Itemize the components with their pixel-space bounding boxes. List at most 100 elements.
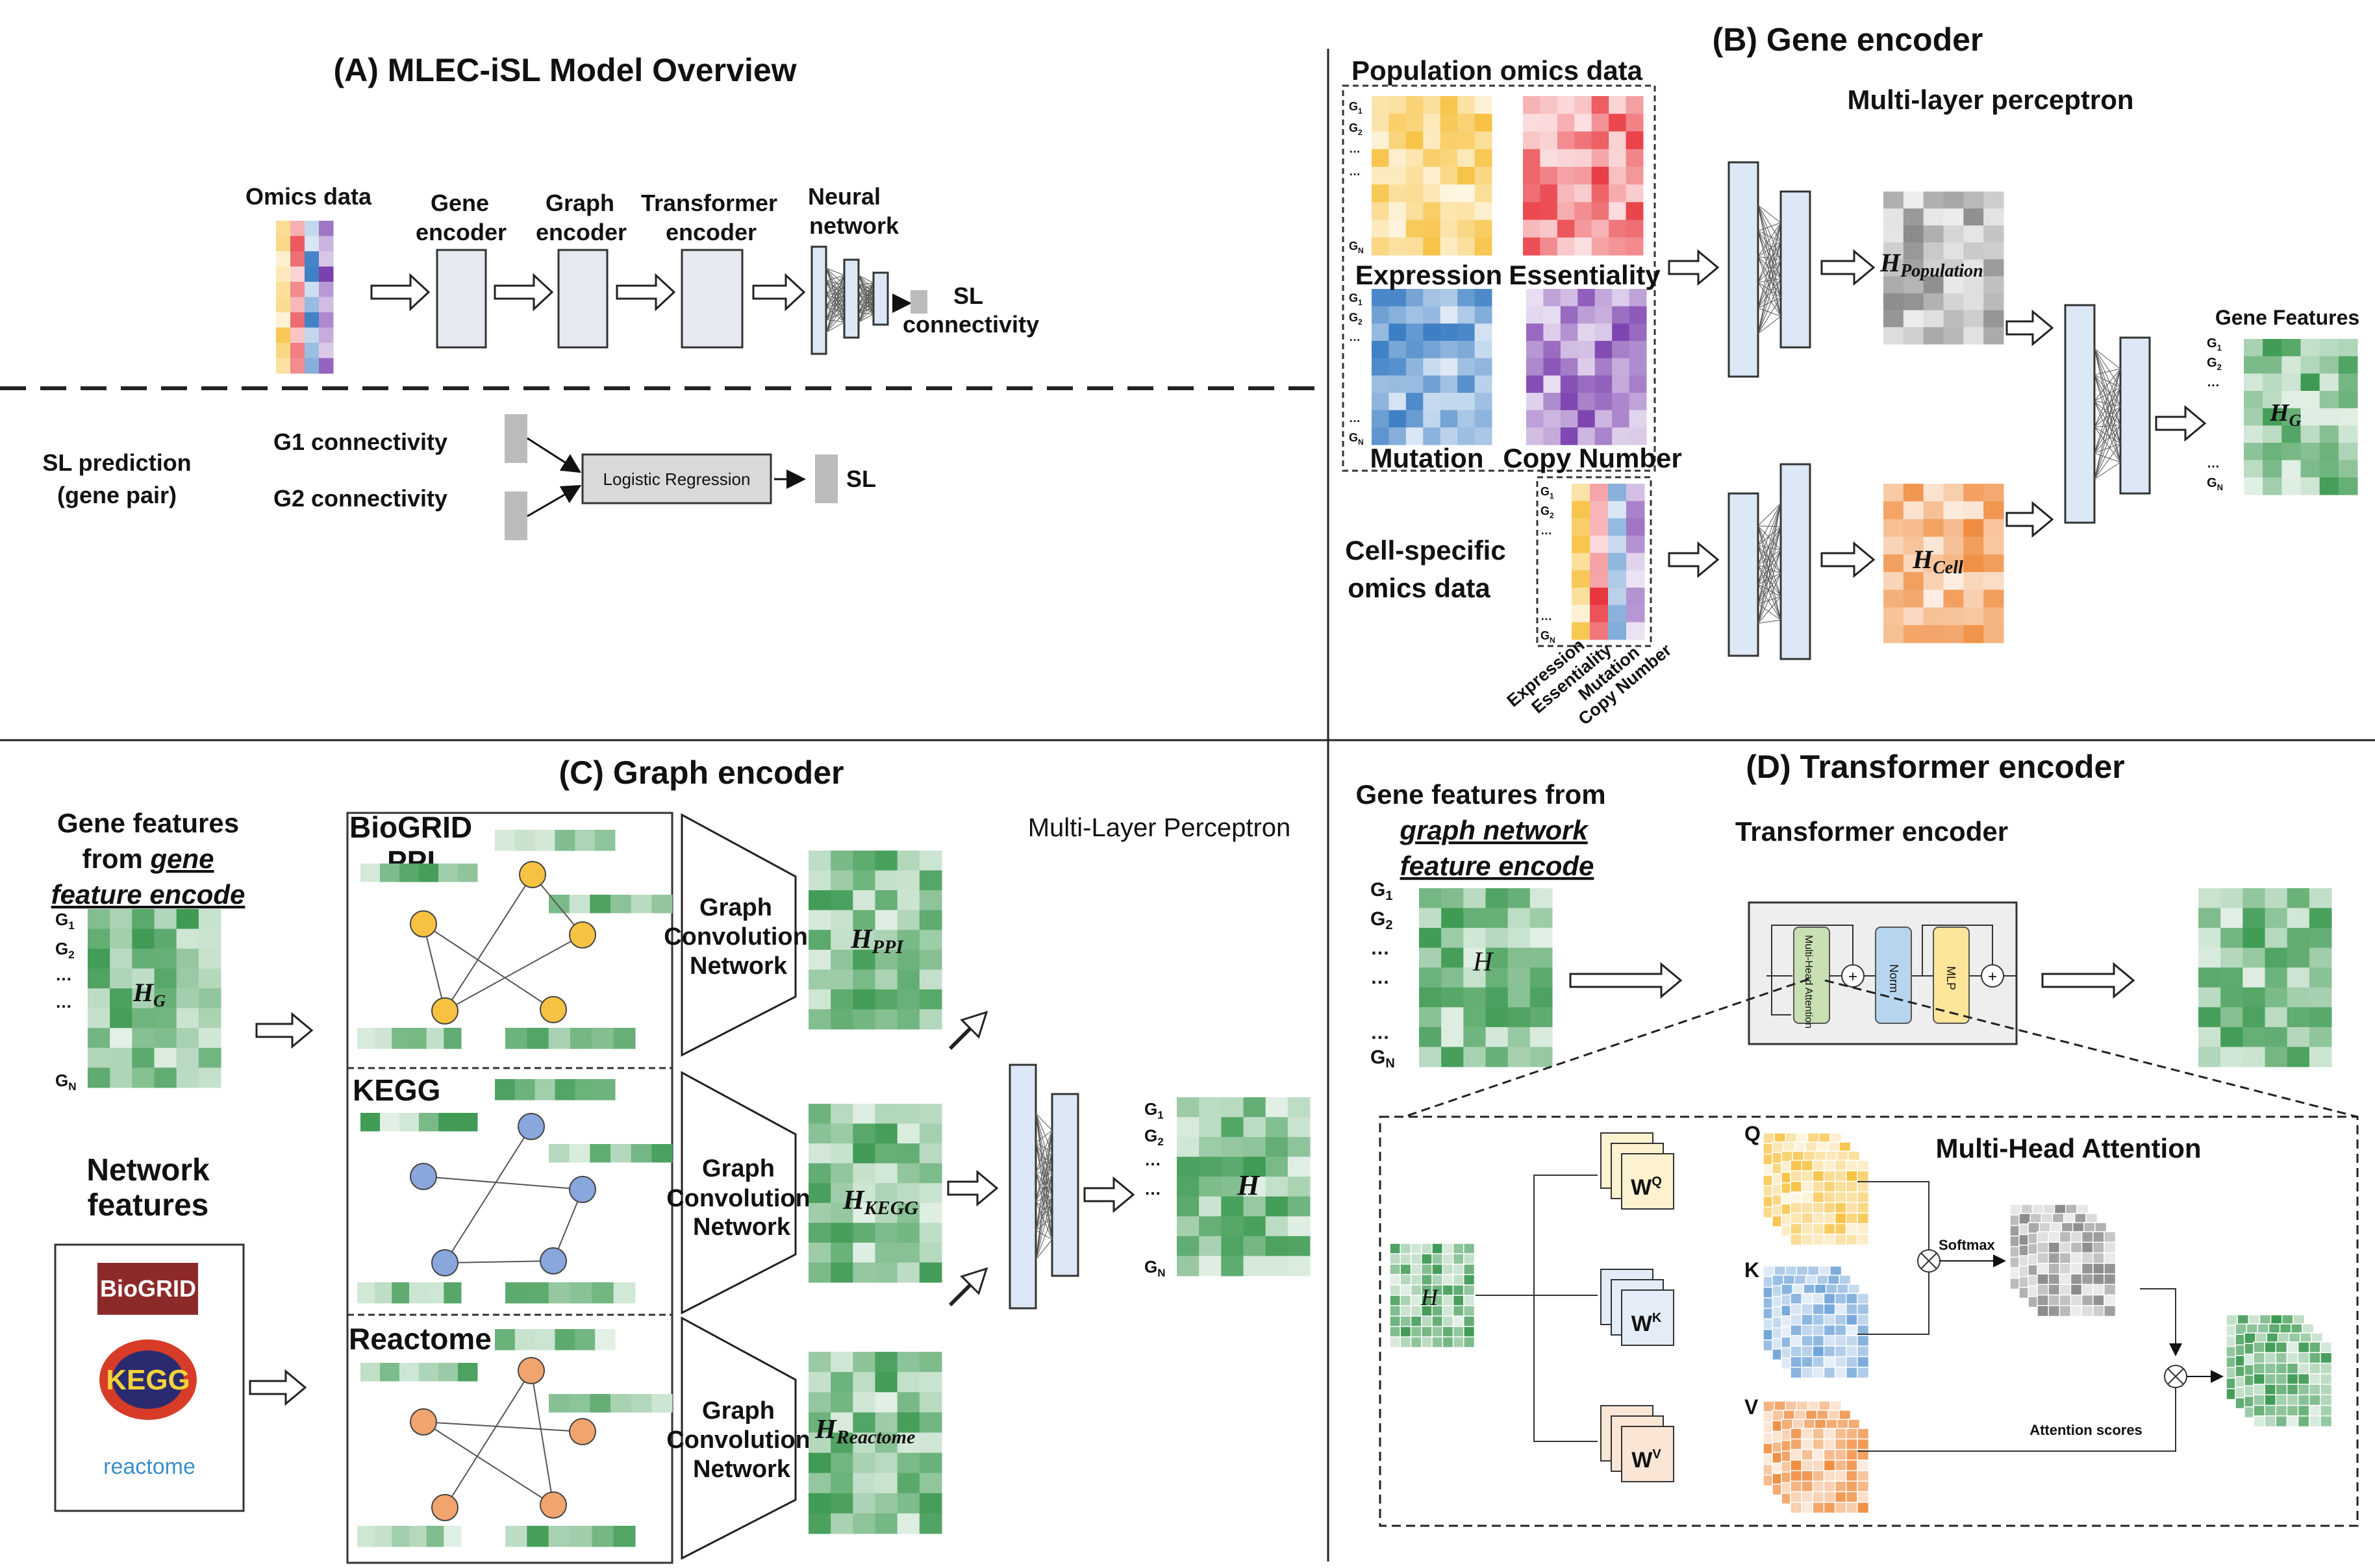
h-population-cell (1903, 242, 1924, 260)
mlp-layer-edge (1757, 241, 1781, 257)
omics-cell (290, 312, 305, 328)
gene-feature-cell (2281, 425, 2301, 443)
gene-feature-cell (2263, 373, 2282, 392)
h-mha-cell (1421, 1336, 1433, 1349)
h-output-cell (2243, 1007, 2265, 1028)
gene-feature-cell (2244, 391, 2263, 409)
gene-row-sub: N (2217, 482, 2223, 492)
gene-feature-cell (2300, 408, 2320, 426)
h-output-cell (2243, 888, 2265, 909)
h-cell-cell (1983, 484, 2004, 502)
h-output-cell (1265, 1137, 1288, 1158)
feature-strip (357, 1282, 375, 1304)
expression-cell (1389, 202, 1407, 221)
essentiality-cell (1609, 237, 1627, 256)
h-output-cell (1243, 1097, 1266, 1118)
essentiality-cell (1609, 219, 1627, 238)
h-kegg-cell (809, 1163, 831, 1184)
h-ppi-cell (831, 1009, 853, 1030)
h-population-cell (1903, 327, 1924, 345)
norm-block-label: Norm (1887, 964, 1900, 993)
essentiality-cell (1540, 114, 1558, 132)
g2-to-lr-arrow (527, 485, 582, 517)
q-cell (1823, 1170, 1836, 1182)
gene-encoder-label: Gene (431, 190, 489, 216)
h-reactome-cell (919, 1372, 942, 1393)
nn-layer-edge (825, 268, 845, 304)
h-output-cell (1177, 1156, 1200, 1177)
feature-strip (392, 1526, 410, 1547)
cell-omics-cell (1590, 588, 1609, 606)
h-population-cell (1943, 225, 1964, 243)
v-cell (1790, 1428, 1803, 1440)
omics-cell (319, 297, 334, 313)
expression-cell (1440, 184, 1458, 203)
h-mha-cell (1410, 1336, 1422, 1349)
gene-feature-cell (132, 949, 155, 969)
gene-feature-cell (198, 909, 221, 930)
feature-strip (592, 1028, 614, 1049)
q-cell (1812, 1234, 1825, 1246)
h-ppi-cell (919, 1009, 942, 1030)
q-cell (1845, 1170, 1859, 1182)
h-mha-cell (1442, 1295, 1454, 1307)
k-cell (1790, 1345, 1803, 1358)
h-output-cell (2287, 987, 2310, 1008)
attn-cell (2092, 1284, 2105, 1296)
k-cell (1801, 1345, 1814, 1358)
h-output-cell (1221, 1196, 1244, 1217)
v-cell (1857, 1491, 1870, 1503)
mlp-layer-edge (2094, 406, 2121, 480)
essentiality-cell (1523, 114, 1540, 132)
mutation-cell (1474, 375, 1492, 393)
h-reactome-cell (897, 1473, 920, 1494)
attn-cell (2104, 1252, 2117, 1264)
h-output-cell (1287, 1256, 1311, 1276)
attn-cell (2059, 1231, 2072, 1243)
nn-layer (811, 245, 827, 355)
mlp-layer-edge (2094, 348, 2121, 444)
h-mha-cell (1431, 1315, 1444, 1328)
attn-cell (2104, 1263, 2117, 1275)
mha-out-cell (2286, 1362, 2299, 1375)
h-ppi-cell (809, 989, 831, 1010)
gene-row-label: G2 (1144, 1126, 1164, 1148)
gene-feature-cell (2263, 391, 2282, 409)
attn-cell (2059, 1273, 2072, 1286)
h-kegg-cell (831, 1183, 853, 1204)
attn-cell (2070, 1263, 2083, 1275)
h-population-cell (1903, 310, 1924, 328)
gene-features-d-label-2: graph network (1399, 815, 1589, 845)
g2-connectivity-box (505, 492, 527, 540)
v-cell (1845, 1480, 1859, 1493)
nn-layer-edge (858, 289, 874, 323)
copy-number-cell (1629, 375, 1647, 393)
mlp-layer-edge (2094, 443, 2121, 454)
q-cell (1812, 1170, 1825, 1182)
h-output-cell (2287, 947, 2310, 968)
attn-cell (2081, 1305, 2094, 1317)
essentiality-cell (1626, 184, 1644, 203)
h-cell-cell (1903, 484, 1924, 502)
h-cell-cell (1983, 554, 2004, 573)
h-input-cell (1529, 888, 1553, 909)
h-output-cell (1199, 1097, 1222, 1118)
h-ppi-cell (875, 851, 898, 871)
graph-node (540, 996, 567, 1023)
h-ppi-cell (809, 949, 831, 970)
h-kegg-cell (897, 1104, 920, 1125)
mha-out-cell (2253, 1384, 2266, 1396)
feature-strip (610, 1394, 632, 1413)
copy-number-cell (1612, 393, 1630, 411)
k-cell (1801, 1335, 1814, 1347)
nn-layer-edge (825, 306, 845, 323)
h-mha-cell (1400, 1263, 1412, 1276)
h-mha-cell (1410, 1263, 1422, 1276)
h-mha-cell (1400, 1243, 1412, 1255)
mlp-layer-edge (1757, 545, 1781, 621)
attn-cell (2048, 1305, 2061, 1317)
h-kegg-cell (809, 1242, 831, 1263)
mha-input-lines (1476, 1175, 1598, 1442)
h-ppi-cell (831, 870, 853, 891)
nn-layer-edge (825, 275, 845, 307)
